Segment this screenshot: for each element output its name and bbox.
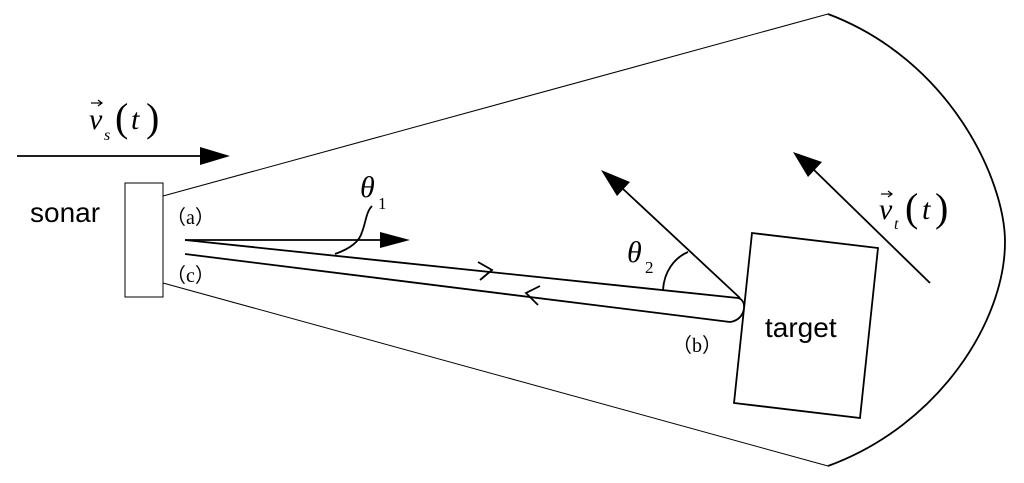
- beam-upper-edge: [162, 13, 829, 197]
- point-a-label: （a）: [166, 206, 215, 229]
- target-body: [733, 231, 879, 420]
- theta1-symbol: θ 1: [360, 171, 387, 213]
- target-velocity-arrow: [811, 167, 931, 284]
- svg-text:2: 2: [645, 258, 654, 277]
- sonar-velocity-label: v s ( t ): [89, 95, 159, 144]
- transmit-direction-arrowhead: [380, 232, 410, 248]
- target-label: target: [765, 312, 837, 343]
- sonar-velocity-arrowhead: [200, 147, 230, 165]
- svg-text:t: t: [131, 103, 140, 136]
- svg-text:(: (: [905, 185, 918, 230]
- beam-range-arc: [827, 13, 1006, 467]
- point-b-label: （b）: [672, 334, 722, 357]
- svg-text:1: 1: [378, 194, 387, 213]
- svg-text:s: s: [104, 127, 110, 144]
- sonar-label: sonar: [30, 197, 100, 228]
- svg-text:v: v: [879, 193, 893, 226]
- svg-text:θ: θ: [627, 236, 642, 269]
- svg-text:t: t: [922, 193, 931, 226]
- svg-text:t: t: [894, 216, 899, 233]
- svg-text:): ): [146, 95, 159, 140]
- point-c-label: （c）: [166, 264, 215, 287]
- return-ray-chevron: [524, 285, 541, 306]
- return-ray: [184, 253, 731, 323]
- sonar-transducer: [124, 182, 164, 298]
- svg-text:θ: θ: [360, 171, 375, 204]
- svg-text:): ): [935, 185, 948, 230]
- theta2-angle-arc: [662, 251, 689, 291]
- svg-text:(: (: [115, 95, 128, 140]
- svg-text:v: v: [89, 103, 103, 136]
- beam-lower-edge: [162, 282, 829, 467]
- theta2-symbol: θ 2: [627, 236, 654, 277]
- target-velocity-label: v t ( t ): [879, 185, 948, 233]
- theta1-pointer: [361, 205, 373, 233]
- outgoing-ray-chevron: [477, 261, 494, 281]
- target-velocity-arrowhead: [793, 152, 822, 177]
- reflection-turn: [729, 297, 745, 323]
- outgoing-ray: [184, 239, 739, 299]
- reflection-arrowhead: [601, 170, 630, 196]
- theta1-angle-arc: [334, 231, 363, 255]
- reflection-arrow: [621, 187, 741, 299]
